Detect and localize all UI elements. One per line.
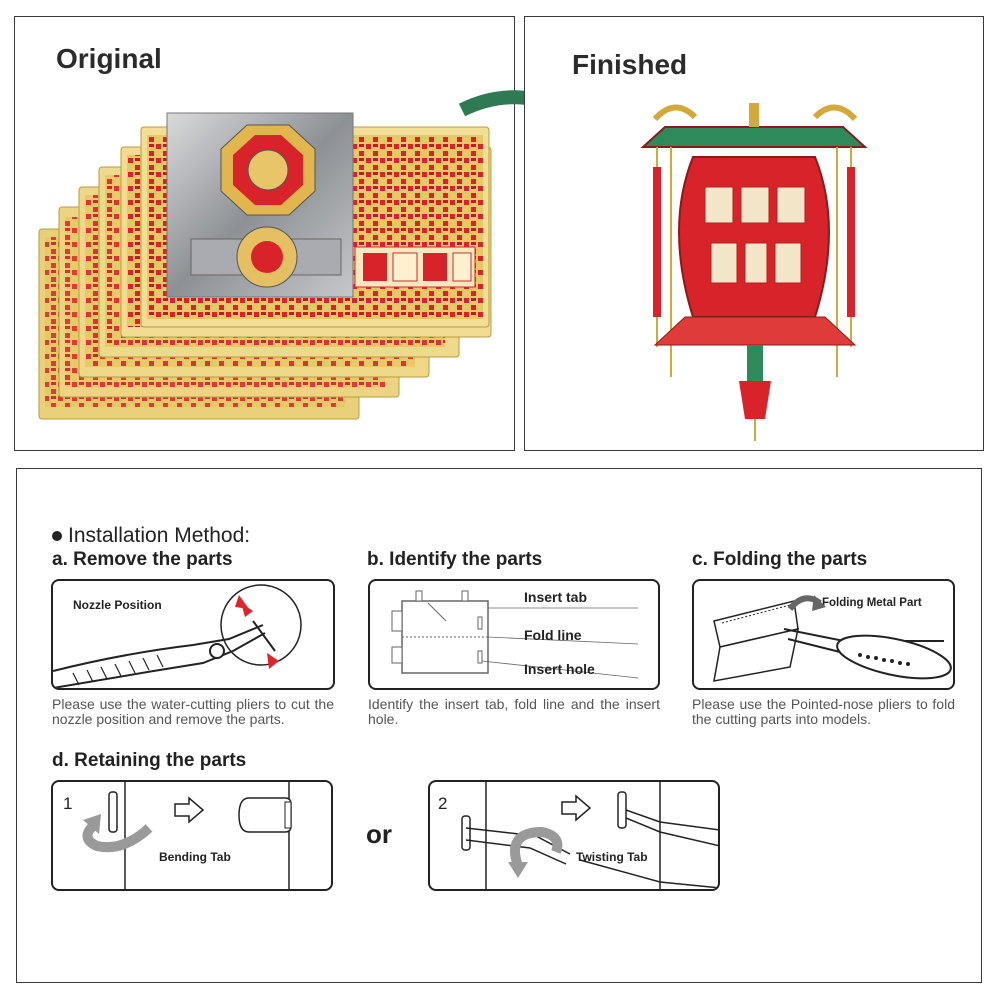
installation-panel: Installation Method: a. Remove the parts… [16,468,982,983]
installation-heading-text: Installation Method: [68,524,251,547]
insert-hole-label: Insert hole [524,661,595,677]
step-b-illustration: Insert tab Fold line Insert hole [368,579,660,690]
step-b-title: b. Identify the parts [367,549,543,570]
finished-lantern-image [640,103,868,441]
step-a-illustration: Nozzle Position [51,579,335,690]
water-cutting-pliers-icon [53,584,302,688]
step-d-twisting-illustration: 2 Twisting Tab [428,780,720,891]
metal-sheets-image [38,112,492,420]
twisting-tab-label: Twisting Tab [576,850,648,864]
original-title: Original [56,43,162,74]
bending-tab-label: Bending Tab [159,850,231,864]
part-diagram-icon [391,590,639,679]
step-d-2-number: 2 [438,794,448,813]
installation-heading: Installation Method: [52,524,250,548]
twisting-tab-icon [461,782,718,889]
or-separator: or [366,819,392,849]
bending-tab-icon [82,782,292,889]
step-d-bending-illustration: 1 Bending Tab [51,780,333,891]
step-a-description: Please use the water-cutting pliers to c… [52,696,334,727]
step-c-illustration: Folding Metal Part [692,579,955,690]
step-a-title: a. Remove the parts [52,549,233,570]
step-c-title: c. Folding the parts [692,549,868,570]
original-panel: Original [14,16,515,451]
bullet-icon [52,531,62,542]
steel-sheet [166,112,354,298]
pointed-nose-pliers-icon [713,595,952,682]
nozzle-position-label: Nozzle Position [73,598,162,612]
step-c-description: Please use the Pointed-nose pliers to fo… [692,696,955,727]
step-d-1-number: 1 [63,794,73,813]
insert-tab-label: Insert tab [524,589,588,605]
folding-metal-part-label: Folding Metal Part [822,597,922,609]
finished-title: Finished [572,49,688,80]
finished-panel: Finished [524,16,984,451]
step-b-description: Identify the insert tab, fold line and t… [368,696,660,727]
step-d-title: d. Retaining the parts [52,750,247,771]
fold-line-label: Fold line [524,627,582,643]
